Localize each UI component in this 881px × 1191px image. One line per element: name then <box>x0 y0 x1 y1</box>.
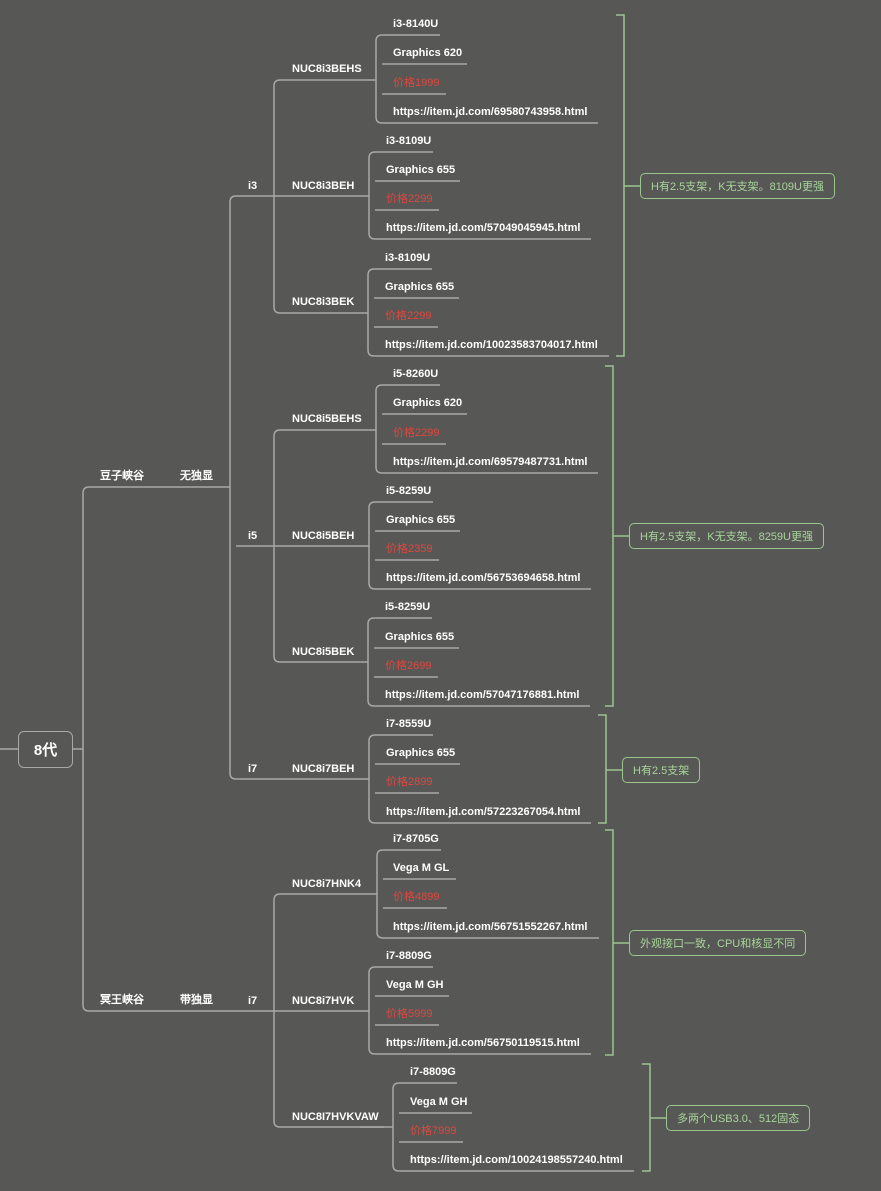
branch-trunk <box>82 486 90 1012</box>
root-node-8th-gen[interactable]: 8代 <box>18 731 73 768</box>
model-nuc8i3behs[interactable]: NUC8i3BEHS <box>292 63 362 75</box>
spec-cpu[interactable]: i5-8259U <box>385 601 431 613</box>
spec-cpu[interactable]: i7-8809G <box>386 950 432 962</box>
model-nuc8i5behs[interactable]: NUC8i5BEHS <box>292 413 362 425</box>
model-nuc8i7beh[interactable]: NUC8i7BEH <box>292 763 355 775</box>
spec-url-link[interactable]: https://item.jd.com/57049045945.html <box>386 222 581 234</box>
spec-price[interactable]: 价格2299 <box>386 193 433 205</box>
cpu-trunk-bean <box>229 195 237 780</box>
summary-brace <box>598 714 607 824</box>
spec-price[interactable]: 价格2359 <box>386 543 433 555</box>
leaf-trunk <box>375 384 383 474</box>
spec-graphics[interactable]: Vega M GL <box>393 862 450 874</box>
spec-price[interactable]: 价格2299 <box>393 427 440 439</box>
leaf-trunk <box>376 849 384 939</box>
leaf-trunk <box>368 734 376 824</box>
spec-graphics[interactable]: Graphics 620 <box>393 47 463 59</box>
spec-graphics[interactable]: Vega M GH <box>410 1096 468 1108</box>
summary-brace <box>605 365 614 707</box>
leaf-trunk <box>368 966 376 1055</box>
branch-label-hades-canyon[interactable]: 冥王峡谷 <box>100 994 144 1006</box>
model-nuc8i7hvk[interactable]: NUC8i7HVK <box>292 995 355 1007</box>
model-nuc8i7hvkvaw[interactable]: NUC8I7HVKVAW <box>292 1111 379 1123</box>
spec-cpu[interactable]: i5-8260U <box>393 368 439 380</box>
cpu-group-i7-hades[interactable]: i7 <box>248 995 258 1007</box>
summary-note-i7[interactable]: H有2.5支架 <box>622 757 701 783</box>
spec-url-link[interactable]: https://item.jd.com/10024198557240.html <box>410 1154 623 1166</box>
summary-note-hades-2[interactable]: 多两个USB3.0、512固态 <box>666 1105 811 1131</box>
spec-graphics[interactable]: Graphics 655 <box>386 747 456 759</box>
summary-note-i5[interactable]: H有2.5支架，K无支架。8259U更强 <box>629 523 824 549</box>
cpu-group-i3[interactable]: i3 <box>248 180 258 192</box>
spec-price[interactable]: 价格2299 <box>385 310 432 322</box>
spec-cpu[interactable]: i3-8109U <box>386 135 432 147</box>
spec-url-link[interactable]: https://item.jd.com/10023583704017.html <box>385 339 598 351</box>
model-nuc8i5beh[interactable]: NUC8i5BEH <box>292 530 355 542</box>
branch-label-bean-canyon[interactable]: 豆子峡谷 <box>100 470 144 482</box>
summary-brace <box>605 829 614 1056</box>
cpu-group-i5[interactable]: i5 <box>248 530 258 542</box>
model-nuc8i3beh[interactable]: NUC8i3BEH <box>292 180 355 192</box>
spec-price[interactable]: 价格7999 <box>410 1125 457 1137</box>
spec-graphics[interactable]: Graphics 620 <box>393 397 463 409</box>
spec-url-link[interactable]: https://item.jd.com/57223267054.html <box>386 806 581 818</box>
spec-price[interactable]: 价格2899 <box>386 776 433 788</box>
spec-cpu[interactable]: i5-8259U <box>386 485 432 497</box>
spec-price[interactable]: 价格1999 <box>393 77 440 89</box>
summary-brace <box>616 14 625 357</box>
spec-url-link[interactable]: https://item.jd.com/56753694658.html <box>386 572 581 584</box>
spec-url-link[interactable]: https://item.jd.com/56750119515.html <box>386 1037 580 1049</box>
gpu-label-with-dgpu[interactable]: 带独显 <box>180 994 213 1006</box>
spec-cpu[interactable]: i7-8559U <box>386 718 432 730</box>
model-nuc8i3bek[interactable]: NUC8i3BEK <box>292 296 355 308</box>
spec-price[interactable]: 价格2699 <box>385 660 432 672</box>
spec-cpu[interactable]: i3-8140U <box>393 18 439 30</box>
spec-url-link[interactable]: https://item.jd.com/56751552267.html <box>393 921 588 933</box>
leaf-trunk <box>367 617 375 707</box>
spec-graphics[interactable]: Graphics 655 <box>385 281 455 293</box>
gpu-label-no-dgpu[interactable]: 无独显 <box>180 470 213 482</box>
spec-graphics[interactable]: Graphics 655 <box>386 164 456 176</box>
leaf-trunk <box>392 1082 400 1172</box>
spec-graphics[interactable]: Graphics 655 <box>386 514 456 526</box>
cpu-group-i7[interactable]: i7 <box>248 763 258 775</box>
leaf-trunk <box>375 34 383 124</box>
spec-url-link[interactable]: https://item.jd.com/57047176881.html <box>385 689 580 701</box>
summary-note-hades-1[interactable]: 外观接口一致，CPU和核显不同 <box>629 930 807 956</box>
spec-price[interactable]: 价格5999 <box>386 1008 433 1020</box>
leaf-trunk <box>368 151 376 240</box>
spec-url-link[interactable]: https://item.jd.com/69580743958.html <box>393 106 588 118</box>
model-nuc8i5bek[interactable]: NUC8i5BEK <box>292 646 355 658</box>
summary-note-i3[interactable]: H有2.5支架，K无支架。8109U更强 <box>640 173 835 199</box>
spec-cpu[interactable]: i3-8109U <box>385 252 431 264</box>
leaf-trunk <box>368 501 376 590</box>
leaf-trunk <box>367 268 375 357</box>
spec-cpu[interactable]: i7-8809G <box>410 1066 456 1078</box>
spec-url-link[interactable]: https://item.jd.com/69579487731.html <box>393 456 588 468</box>
spec-cpu[interactable]: i7-8705G <box>393 833 439 845</box>
spec-graphics[interactable]: Vega M GH <box>386 979 444 991</box>
summary-brace <box>642 1063 651 1172</box>
spec-price[interactable]: 价格4899 <box>393 891 440 903</box>
spec-graphics[interactable]: Graphics 655 <box>385 631 455 643</box>
model-nuc8i7hnk4[interactable]: NUC8i7HNK4 <box>292 878 362 890</box>
